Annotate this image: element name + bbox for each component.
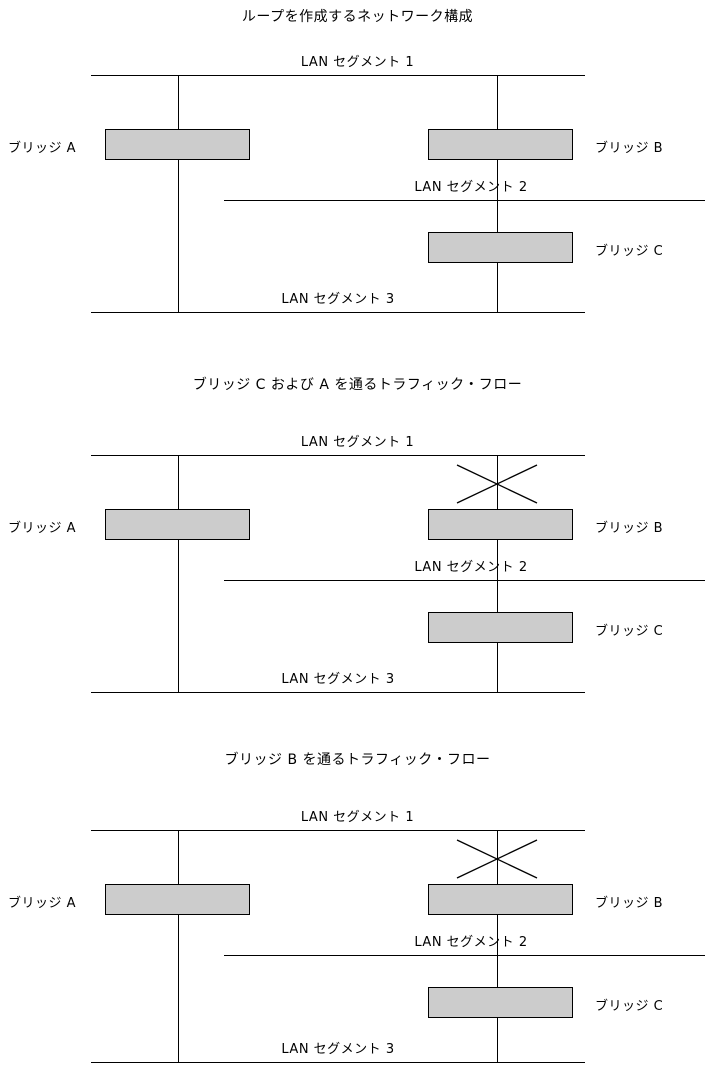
bridge-a-box — [105, 509, 250, 540]
bridge-b-label: ブリッジ B — [595, 896, 664, 911]
lan-segment-3-line — [91, 1062, 585, 1063]
bridge-b-trunk-upper — [497, 75, 498, 129]
lan-segment-3-line — [91, 692, 585, 693]
figure-title: ブリッジ C および A を通るトラフィック・フロー — [192, 377, 523, 393]
lan-segment-2-line — [224, 955, 705, 956]
bridge-a-trunk-lower — [178, 915, 179, 1062]
lan-segment-1-line — [91, 830, 585, 831]
figure-loop-topology: ループを作成するネットワーク構成 LAN セグメント 1 ブリッジ A ブリッジ… — [0, 0, 715, 340]
figure-title: ブリッジ B を通るトラフィック・フロー — [224, 752, 491, 768]
lan-segment-2-line — [224, 580, 705, 581]
lan-segment-1-label: LAN セグメント 1 — [300, 810, 415, 825]
bridge-b-label: ブリッジ B — [595, 141, 664, 156]
blocked-port-x-icon — [455, 838, 539, 880]
lan-segment-2-label: LAN セグメント 2 — [414, 180, 528, 195]
lan-segment-2-label: LAN セグメント 2 — [414, 560, 528, 575]
bridge-a-trunk-upper — [178, 75, 179, 129]
bridge-b-trunk-lower — [497, 540, 498, 612]
bridge-a-box — [105, 129, 250, 160]
bridge-b-box — [428, 884, 573, 915]
bridge-c-label: ブリッジ C — [595, 999, 664, 1014]
bridge-c-trunk-lower — [497, 1018, 498, 1062]
bridge-c-label: ブリッジ C — [595, 244, 664, 259]
bridge-a-trunk-upper — [178, 830, 179, 884]
lan-segment-1-label: LAN セグメント 1 — [300, 55, 415, 70]
bridge-a-label: ブリッジ A — [8, 521, 77, 536]
bridge-c-trunk-lower — [497, 643, 498, 692]
bridge-b-box — [428, 129, 573, 160]
bridge-b-trunk-upper — [497, 455, 498, 509]
lan-segment-1-line — [91, 75, 585, 76]
bridge-a-label: ブリッジ A — [8, 896, 77, 911]
lan-segment-1-line — [91, 455, 585, 456]
bridge-a-trunk-upper — [178, 455, 179, 509]
bridge-b-box — [428, 509, 573, 540]
lan-segment-2-line — [224, 200, 705, 201]
bridge-a-trunk-lower — [178, 160, 179, 312]
bridge-c-box — [428, 612, 573, 643]
bridge-a-box — [105, 884, 250, 915]
bridge-b-trunk-upper — [497, 830, 498, 884]
lan-segment-1-label: LAN セグメント 1 — [300, 435, 415, 450]
bridge-c-box — [428, 987, 573, 1018]
bridge-c-label: ブリッジ C — [595, 624, 664, 639]
bridge-c-trunk-lower — [497, 263, 498, 312]
bridge-b-trunk-lower — [497, 160, 498, 232]
bridge-c-box — [428, 232, 573, 263]
figure-traffic-flow-c-a: ブリッジ C および A を通るトラフィック・フロー LAN セグメント 1 ブ… — [0, 377, 715, 720]
bridge-b-trunk-lower — [497, 915, 498, 987]
lan-segment-2-label: LAN セグメント 2 — [414, 935, 528, 950]
bridge-a-trunk-lower — [178, 540, 179, 692]
lan-segment-3-label: LAN セグメント 3 — [281, 1042, 395, 1057]
bridge-a-label: ブリッジ A — [8, 141, 77, 156]
bridge-b-label: ブリッジ B — [595, 521, 664, 536]
lan-segment-3-label: LAN セグメント 3 — [281, 672, 395, 687]
figure-traffic-flow-b: ブリッジ B を通るトラフィック・フロー LAN セグメント 1 ブリッジ A … — [0, 752, 715, 1066]
lan-segment-3-line — [91, 312, 585, 313]
blocked-port-x-icon — [455, 463, 539, 505]
figure-title: ループを作成するネットワーク構成 — [241, 9, 474, 25]
lan-segment-3-label: LAN セグメント 3 — [281, 292, 395, 307]
